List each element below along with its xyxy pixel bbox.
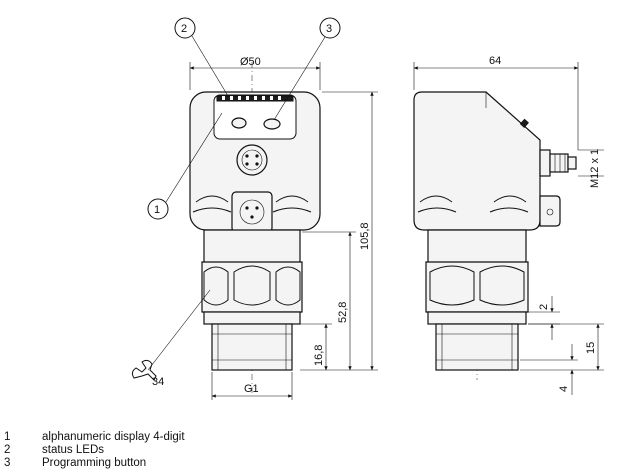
dim-gap-bottom: 4 <box>520 344 578 395</box>
svg-text:105,8: 105,8 <box>359 222 371 250</box>
dim-diameter: Ø50 <box>189 56 321 90</box>
status-led <box>231 117 247 129</box>
svg-text:4: 4 <box>558 386 570 392</box>
side-hex-section <box>425 261 529 313</box>
svg-text:16,8: 16,8 <box>313 345 325 366</box>
callout-1: 1 <box>147 112 223 220</box>
m12-connector-front <box>236 144 268 176</box>
svg-text:1: 1 <box>154 204 160 216</box>
svg-text:34: 34 <box>152 376 164 388</box>
legend-item: 1 alphanumeric display 4-digit <box>4 431 185 443</box>
callout-2: 2 <box>174 17 229 97</box>
dim-height-lower: 52,8 <box>302 231 356 371</box>
svg-text:2: 2 <box>181 23 187 35</box>
dim-gap-top: 2 <box>528 296 560 340</box>
connector-collar <box>539 149 551 177</box>
side-flange <box>427 311 527 325</box>
side-thread <box>435 323 519 371</box>
dim-wrench: 34 <box>131 289 211 388</box>
side-view <box>413 91 577 380</box>
programming-button <box>263 118 281 130</box>
flange <box>203 311 301 325</box>
thread <box>211 323 293 371</box>
svg-text:52,8: 52,8 <box>337 302 349 323</box>
mounting-clip <box>539 195 561 227</box>
dim-height-thread: 16,8 <box>300 323 332 371</box>
dim-height-total: 105,8 <box>300 91 378 371</box>
svg-text:3: 3 <box>326 23 332 35</box>
legend: 1 alphanumeric display 4-digit 2 status … <box>4 431 185 470</box>
legend-item: 3 Programming button <box>4 457 147 469</box>
dim-diameter-label: Ø50 <box>240 56 261 68</box>
side-head <box>413 91 541 231</box>
legend-item: 2 status LEDs <box>4 444 104 456</box>
svg-text:G1: G1 <box>244 383 259 395</box>
wrench-icon <box>131 359 157 381</box>
svg-text:M12 x 1: M12 x 1 <box>589 149 601 188</box>
technical-drawing: Ø50 2 3 1 105,8 52,8 16,8 G <box>131 17 604 400</box>
svg-text:2: 2 <box>538 304 550 310</box>
dim-flange: 15 <box>520 323 604 371</box>
connector-socket <box>231 191 273 233</box>
dim-depth: 64 <box>413 55 579 150</box>
svg-text:64: 64 <box>489 55 501 67</box>
callout-3: 3 <box>273 17 341 121</box>
dim-thread: G1 <box>211 372 293 400</box>
dim-connector: M12 x 1 <box>578 149 604 188</box>
front-view <box>189 62 321 395</box>
svg-text:15: 15 <box>585 342 597 354</box>
hex-section <box>201 261 303 313</box>
display-window <box>213 94 297 140</box>
